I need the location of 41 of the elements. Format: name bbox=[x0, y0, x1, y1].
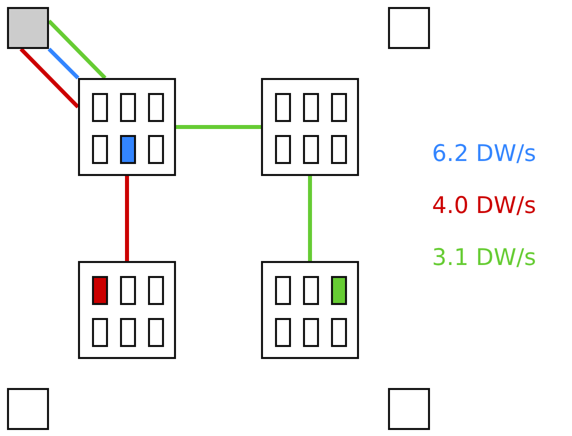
connection-line bbox=[125, 176, 129, 261]
port-slot bbox=[92, 135, 108, 164]
device-box bbox=[78, 78, 176, 176]
port-slot bbox=[275, 276, 291, 305]
connection-line bbox=[48, 48, 80, 80]
port-slot bbox=[275, 93, 291, 122]
device-box bbox=[78, 261, 176, 359]
device-box bbox=[261, 261, 359, 359]
port-slot bbox=[331, 276, 347, 305]
port-slot bbox=[148, 93, 164, 122]
port-slot bbox=[331, 135, 347, 164]
connection-line bbox=[20, 48, 80, 108]
port-slot bbox=[92, 93, 108, 122]
square-box bbox=[388, 7, 430, 49]
device-box bbox=[261, 78, 359, 176]
port-slot bbox=[303, 318, 319, 347]
port-slot bbox=[148, 135, 164, 164]
legend-label: 6.2 DW/s bbox=[432, 140, 536, 168]
legend-label: 3.1 DW/s bbox=[432, 244, 536, 272]
port-slot bbox=[275, 318, 291, 347]
port-slot bbox=[120, 135, 136, 164]
port-slot bbox=[120, 93, 136, 122]
connection-line bbox=[48, 20, 106, 80]
port-slot bbox=[148, 318, 164, 347]
port-slot bbox=[275, 135, 291, 164]
square-box bbox=[7, 388, 49, 430]
port-slot bbox=[303, 135, 319, 164]
square-box bbox=[388, 388, 430, 430]
square-box bbox=[7, 7, 49, 49]
port-slot bbox=[120, 276, 136, 305]
legend-label: 4.0 DW/s bbox=[432, 192, 536, 220]
port-slot bbox=[92, 318, 108, 347]
port-slot bbox=[92, 276, 108, 305]
port-slot bbox=[331, 93, 347, 122]
port-slot bbox=[303, 276, 319, 305]
port-slot bbox=[303, 93, 319, 122]
port-slot bbox=[148, 276, 164, 305]
connection-line bbox=[176, 125, 261, 129]
connection-line bbox=[308, 176, 312, 261]
port-slot bbox=[331, 318, 347, 347]
port-slot bbox=[120, 318, 136, 347]
